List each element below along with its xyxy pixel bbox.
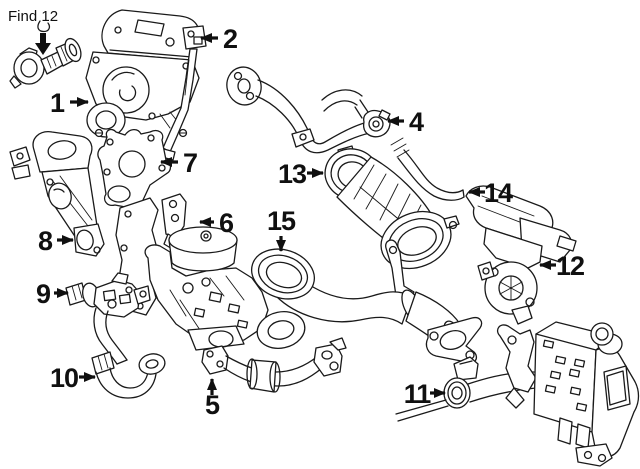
part-drawing-10-elbow-hose[interactable]: [91, 351, 167, 399]
callout-12-label[interactable]: 12: [556, 251, 585, 281]
callout-10[interactable]: 10: [50, 363, 96, 393]
callout-1[interactable]: 1: [50, 88, 89, 118]
part-drawing-12-egr-valve[interactable]: [465, 185, 577, 325]
stud-bolts: [94, 128, 188, 138]
callout-8[interactable]: 8: [38, 226, 74, 256]
callout-15-label[interactable]: 15: [267, 206, 297, 236]
callout-13[interactable]: 13: [278, 159, 324, 189]
part-drawing-1-egr-valve-assembly[interactable]: [85, 9, 200, 138]
callout-13-label[interactable]: 13: [278, 159, 308, 189]
part-drawing-egr-cooler[interactable]: [496, 321, 640, 467]
callout-9[interactable]: 9: [36, 279, 69, 309]
callout-7-label[interactable]: 7: [183, 148, 198, 178]
callout-4[interactable]: 4: [387, 107, 425, 137]
part-drawing-15-downpipe[interactable]: [245, 239, 483, 364]
callout-5-label[interactable]: 5: [205, 390, 221, 420]
callout-14-label[interactable]: 14: [484, 178, 514, 208]
part-drawing-7-gasket[interactable]: [97, 128, 172, 211]
callout-2[interactable]: 2: [200, 24, 238, 54]
callout-12[interactable]: 12: [539, 251, 585, 281]
retainer-clip-glyph: [37, 20, 51, 33]
callout-5[interactable]: 5: [205, 378, 221, 420]
part-drawing-outlet-fitting[interactable]: [9, 36, 84, 89]
callout-4-label[interactable]: 4: [409, 107, 425, 137]
part-drawing-8-mount-bracket[interactable]: [9, 131, 105, 257]
callout-9-label[interactable]: 9: [36, 279, 52, 309]
callout-10-label[interactable]: 10: [50, 363, 79, 393]
find-part-label: Find 12: [8, 8, 58, 25]
callout-8-label[interactable]: 8: [38, 226, 54, 256]
callout-14[interactable]: 14: [468, 178, 514, 208]
callout-2-label[interactable]: 2: [223, 24, 238, 54]
callout-7[interactable]: 7: [160, 148, 198, 178]
part-drawing-4-hose-clamp[interactable]: [363, 109, 391, 138]
callout-11-label[interactable]: 11: [404, 379, 433, 409]
part-drawing-14-formed-hose[interactable]: [321, 89, 465, 201]
part-drawing-upper-egr-pipe[interactable]: [223, 63, 371, 154]
part-drawing-5-lower-egr-pipe[interactable]: [201, 337, 347, 393]
callout-6-label[interactable]: 6: [219, 208, 235, 238]
callout-11[interactable]: 11: [404, 379, 446, 409]
find-pointer-arrow-icon: [35, 33, 51, 55]
callout-15[interactable]: 15: [267, 206, 297, 252]
callout-1-label[interactable]: 1: [50, 88, 66, 118]
part-drawing-9-valve[interactable]: [65, 272, 151, 365]
part-drawing-13-intake-bellows[interactable]: [320, 143, 460, 278]
callout-6[interactable]: 6: [199, 208, 235, 238]
